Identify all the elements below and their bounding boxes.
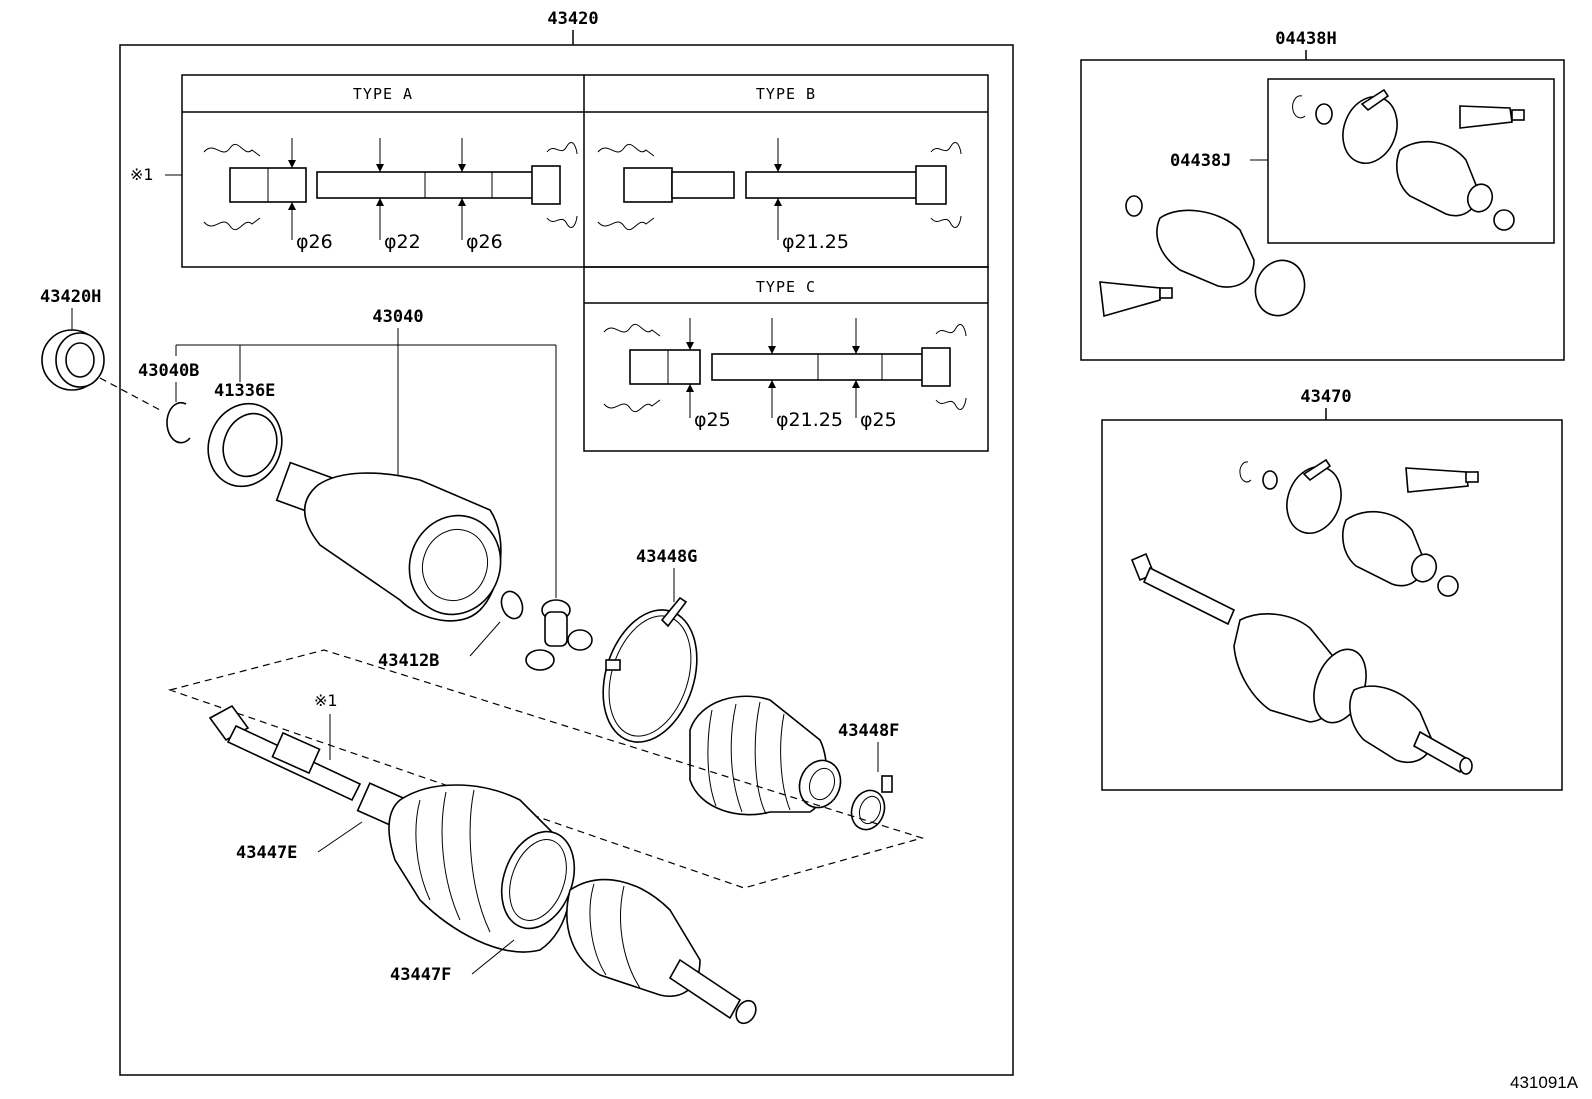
label-43448G[interactable]: 43448G (636, 547, 697, 567)
type-a-dim-1: φ26 (296, 231, 333, 253)
label-43040B[interactable]: 43040B (138, 361, 199, 381)
label-43420[interactable]: 43420 (547, 9, 598, 29)
part-43448F: 43448F (838, 721, 899, 831)
inner-boot (689, 695, 842, 816)
label-43447F[interactable]: 43447F (390, 965, 451, 985)
part-43448G: 43448G (602, 547, 698, 743)
type-a-dim-3: φ26 (466, 231, 503, 253)
kit-04438H-frame (1080, 59, 1565, 361)
tripod-spider (525, 599, 593, 671)
type-a-shaft-drawing: φ26 φ22 φ26 (203, 138, 578, 253)
type-c-title: TYPE C (756, 278, 816, 296)
label-43448F[interactable]: 43448F (838, 721, 899, 741)
type-b-shaft-drawing: φ21.25 (597, 138, 962, 253)
shaft-type-table: TYPE A TYPE B ※1 φ26 φ22 φ26 (130, 74, 989, 452)
type-c-dim-3: φ25 (860, 409, 897, 431)
assembly-43470-frame (1101, 419, 1563, 791)
assembly-frame (119, 44, 1014, 1076)
label-43040[interactable]: 43040 (372, 307, 423, 327)
type-a-dim-2: φ22 (384, 231, 421, 253)
type-a-title: TYPE A (353, 85, 413, 103)
label-43412B[interactable]: 43412B (378, 651, 439, 671)
note-marker: ※1 (130, 165, 154, 184)
label-43470[interactable]: 43470 (1300, 387, 1351, 407)
type-c-shaft-drawing: φ25 φ21.25 φ25 (603, 318, 967, 431)
part-43040-group: 43040 43040B 41336E 43412B (138, 307, 593, 671)
driveshaft-assembly: ※1 43447E 43447F (208, 691, 757, 1025)
kit-04438H: 04438H 04438J (1080, 29, 1565, 361)
label-41336E[interactable]: 41336E (214, 381, 275, 401)
reference-code: 431091A (1510, 1073, 1579, 1092)
type-b-dim-1: φ21.25 (782, 231, 849, 253)
label-43447E[interactable]: 43447E (236, 843, 297, 863)
inner-joint-housing (275, 461, 502, 622)
label-04438H[interactable]: 04438H (1275, 29, 1336, 49)
dashed-subassembly-outline (167, 649, 925, 889)
assembly-43420-group: 43420 (119, 9, 1014, 1076)
note-marker-2: ※1 (314, 691, 338, 710)
label-43420H[interactable]: 43420H (40, 287, 101, 307)
label-04438J[interactable]: 04438J (1170, 151, 1231, 171)
type-b-title: TYPE B (756, 85, 816, 103)
part-43420H: 43420H (40, 287, 161, 411)
type-c-dim-1: φ25 (694, 409, 731, 431)
kit-04438J-frame (1267, 78, 1555, 244)
type-c-dim-2: φ21.25 (776, 409, 843, 431)
assembly-43470: 43470 (1101, 387, 1563, 791)
